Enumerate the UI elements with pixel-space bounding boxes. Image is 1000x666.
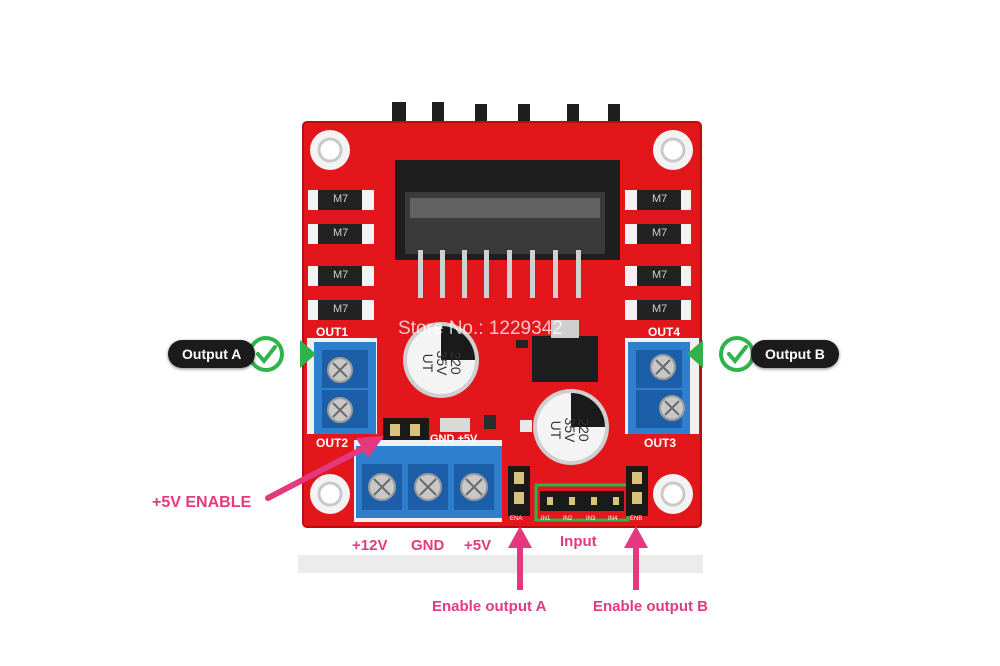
diode-marking: M7: [333, 269, 349, 281]
diode-marking: M7: [652, 303, 668, 315]
diode-marking: M7: [333, 193, 349, 205]
label-5v-enable: +5V ENABLE: [152, 494, 252, 511]
arrow-diagonal-icon: [265, 436, 384, 501]
arrow-up-icon: [508, 526, 532, 590]
diodes-right: [625, 190, 691, 320]
label-12v: +12V: [352, 537, 388, 554]
capacitor-1: [403, 322, 479, 398]
silk-in3: IN3: [586, 516, 596, 522]
silk-gnd-5v: GND +5V: [430, 433, 478, 445]
silk-enb: ENB: [630, 516, 643, 522]
silk-out3: OUT3: [644, 436, 677, 450]
capacitor-1-label: 220 35V UT: [420, 339, 464, 387]
label-5v: +5V: [464, 537, 492, 554]
arrow-right-icon: [286, 340, 316, 368]
check-icon: [719, 336, 755, 372]
capacitor-2-label: 220 35V UT: [548, 406, 592, 454]
silk-out1: OUT1: [316, 325, 349, 339]
terminal-block-power: [354, 440, 502, 522]
terminal-block-left: [307, 338, 377, 434]
capacitor-2-value: 220: [576, 418, 592, 442]
callout-output-b-label: Output B: [765, 346, 825, 362]
label-input: Input: [560, 533, 597, 550]
capacitor-2: [533, 389, 609, 465]
silk-ena: ENA: [510, 516, 523, 522]
check-icon: [248, 336, 284, 372]
diode-marking: M7: [652, 193, 668, 205]
capacitor-1-value: 220: [448, 351, 464, 375]
callout-output-a: Output A: [168, 340, 256, 368]
label-enable-output-a: Enable output A: [432, 598, 547, 615]
silk-out2: OUT2: [316, 436, 349, 450]
silk-in1: IN1: [541, 516, 551, 522]
label-gnd: GND: [411, 537, 445, 554]
regulator: [532, 336, 598, 382]
label-enable-output-b: Enable output B: [593, 598, 708, 615]
jumper-5v: [383, 418, 429, 440]
input-header: [540, 491, 624, 511]
jumper-ena: [508, 466, 530, 516]
terminal-block-right: [625, 338, 699, 434]
diode-marking: M7: [333, 227, 349, 239]
diode-marking: M7: [333, 303, 349, 315]
arrow-up-icon: [624, 526, 648, 590]
arrow-left-icon: [687, 340, 717, 368]
capacitor-2-series: UT: [548, 420, 564, 440]
callout-output-a-label: Output A: [182, 346, 242, 362]
diode-marking: M7: [652, 227, 668, 239]
silk-in4: IN4: [608, 516, 618, 522]
diodes-left: [308, 190, 374, 320]
mounting-holes: [310, 130, 693, 514]
capacitor-2-voltage: 35V: [562, 417, 578, 443]
diode-marking: M7: [652, 269, 668, 281]
jumper-enb: [626, 466, 648, 516]
watermark: Store No.: 1229342: [398, 318, 563, 339]
capacitor-1-voltage: 35V: [434, 350, 450, 376]
callout-output-b: Output B: [751, 340, 839, 368]
capacitor-1-series: UT: [420, 353, 436, 373]
silk-out4: OUT4: [648, 325, 681, 339]
chip-pins: [418, 250, 581, 298]
silk-in2: IN2: [563, 516, 573, 522]
